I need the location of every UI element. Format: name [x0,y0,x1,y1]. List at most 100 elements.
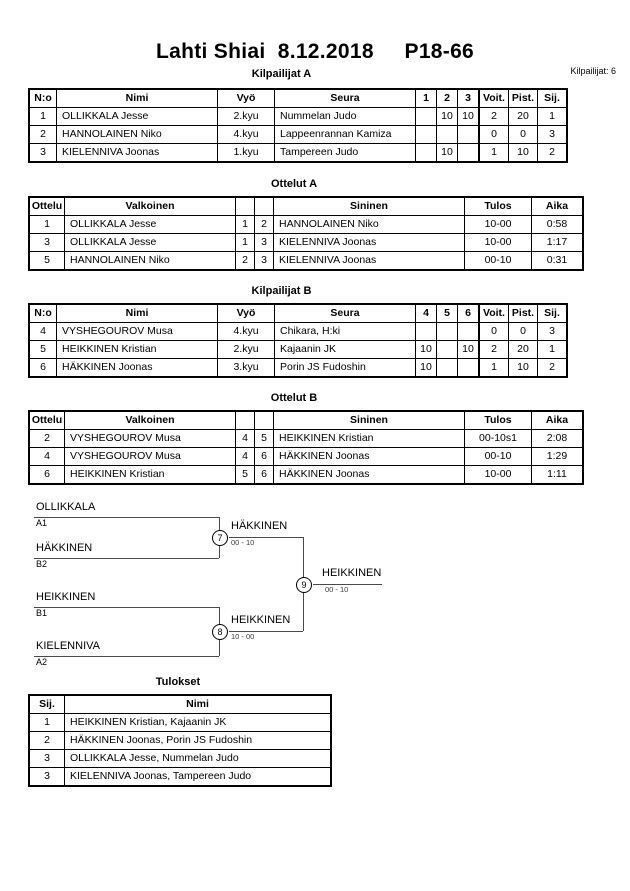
cell-r4 [415,322,437,341]
cell-r2: 10 [436,107,458,126]
cell-r1 [415,143,437,163]
col-white-no [235,410,255,430]
cell-r2 [436,125,458,144]
cell-blue: HANNOLAINEN Niko [273,215,465,234]
bracket-entry-seed: B2 [36,559,48,569]
cell-no: 5 [28,340,57,359]
col-match-no: Ottelu [28,410,65,430]
cell-rank: 2 [28,731,65,750]
col-wins: Voit. [478,88,509,108]
bracket-entry-name: OLLIKKALA [36,501,96,513]
cell-r3 [457,125,480,144]
cell-time: 0:31 [531,251,584,271]
cell-wins: 0 [478,125,509,144]
cell-r1 [415,107,437,126]
cell-rank: 1 [28,713,65,732]
cell-club: Chikara, H:ki [274,322,416,341]
cell-white: HANNOLAINEN Niko [64,251,236,271]
bracket-match-number: 8 [212,624,228,640]
bracket-match-score: 00 - 10 [231,538,255,547]
table-row: 2 HANNOLAINEN Niko 4.kyu Lappeenrannan K… [28,125,568,144]
bracket-entry-name: HÄKKINEN [36,542,93,554]
table-row: 3 OLLIKKALA Jesse 1 3 KIELENNIVA Joonas … [28,233,584,252]
bracket-entry-line [34,517,219,518]
cell-club: Lappeenrannan Kamiza [274,125,416,144]
table-header-row: Ottelu Valkoinen Sininen Tulos Aika [28,410,584,430]
cell-white-no: 2 [235,251,255,271]
col-blue-no [254,410,274,430]
table-header-row: N:o Nimi Vyö Seura 4 5 6 Voit. Pist. Sij… [28,303,568,323]
cell-result: 00-10 [464,447,532,466]
cell-club: Nummelan Judo [274,107,416,126]
bracket-match-number: 9 [296,577,312,593]
bracket-entry-seed: B1 [36,608,48,618]
col-name: Nimi [56,88,218,108]
col-r5: 5 [436,303,458,323]
cell-result: 10-00 [464,465,532,485]
cell-name: HÄKKINEN Joonas, Porin JS Fudoshin [64,731,332,750]
bracket-entry-seed: A2 [36,657,48,667]
cell-belt: 3.kyu [217,358,275,378]
matches-a-caption: Ottelut A [270,178,318,190]
cell-name: HÄKKINEN Joonas [56,358,218,378]
col-match-no: Ottelu [28,196,65,216]
bracket-entry-line [34,558,219,559]
col-name: Nimi [56,303,218,323]
cell-match-no: 6 [28,465,65,485]
table-header-row: N:o Nimi Vyö Seura 1 2 3 Voit. Pist. Sij… [28,88,568,108]
table-row: 1 HEIKKINEN Kristian, Kajaanin JK [28,713,332,732]
table-row: 6 HEIKKINEN Kristian 5 6 HÄKKINEN Joonas… [28,465,584,485]
cell-wins: 1 [478,358,509,378]
cell-no: 2 [28,125,57,144]
bracket-match-score: 10 - 00 [231,632,255,641]
cell-wins: 0 [478,322,509,341]
table-row: 4 VYSHEGOUROV Musa 4.kyu Chikara, H:ki 0… [28,322,568,341]
cell-white: OLLIKKALA Jesse [64,233,236,252]
cell-blue: HEIKKINEN Kristian [273,429,465,448]
col-rank: Sij. [28,694,65,714]
cell-r4: 10 [415,340,437,359]
bracket-winner-line [313,584,382,585]
bracket-entry-name: HEIKKINEN [36,591,96,603]
results-caption: Tulokset [155,676,201,688]
cell-time: 0:58 [531,215,584,234]
cell-name: KIELENNIVA Joonas, Tampereen Judo [64,767,332,787]
cell-club: Kajaanin JK [274,340,416,359]
cell-result: 10-00 [464,233,532,252]
cell-rank: 1 [537,340,568,359]
col-rank: Sij. [537,88,568,108]
bracket-match-number: 7 [212,530,228,546]
cell-white-no: 1 [235,215,255,234]
col-r3: 3 [457,88,480,108]
cell-time: 1:17 [531,233,584,252]
bracket-match-score: 00 - 10 [325,585,349,594]
bracket-entry-line [34,607,219,608]
cell-no: 6 [28,358,57,378]
cell-name: KIELENNIVA Joonas [56,143,218,163]
cell-time: 1:11 [531,465,584,485]
col-white: Valkoinen [64,196,236,216]
cell-rank: 3 [28,767,65,787]
cell-belt: 4.kyu [217,322,275,341]
col-no: N:o [28,88,57,108]
cell-rank: 2 [537,358,568,378]
cell-rank: 3 [537,322,568,341]
table-header-row: Sij. Nimi [28,694,332,714]
table-row: 5 HEIKKINEN Kristian 2.kyu Kajaanin JK 1… [28,340,568,359]
cell-blue: HÄKKINEN Joonas [273,447,465,466]
cell-white: HEIKKINEN Kristian [64,465,236,485]
cell-club: Tampereen Judo [274,143,416,163]
cell-points: 20 [508,107,538,126]
cell-white: VYSHEGOUROV Musa [64,429,236,448]
col-r2: 2 [436,88,458,108]
bracket-winner-name: HEIKKINEN [231,614,291,626]
cell-r6: 10 [457,340,480,359]
cell-r6 [457,358,480,378]
col-wins: Voit. [478,303,509,323]
cell-match-no: 5 [28,251,65,271]
cell-blue-no: 3 [254,233,274,252]
cell-white-no: 4 [235,429,255,448]
cell-points: 10 [508,358,538,378]
cell-r5 [436,322,458,341]
cell-name: HANNOLAINEN Niko [56,125,218,144]
